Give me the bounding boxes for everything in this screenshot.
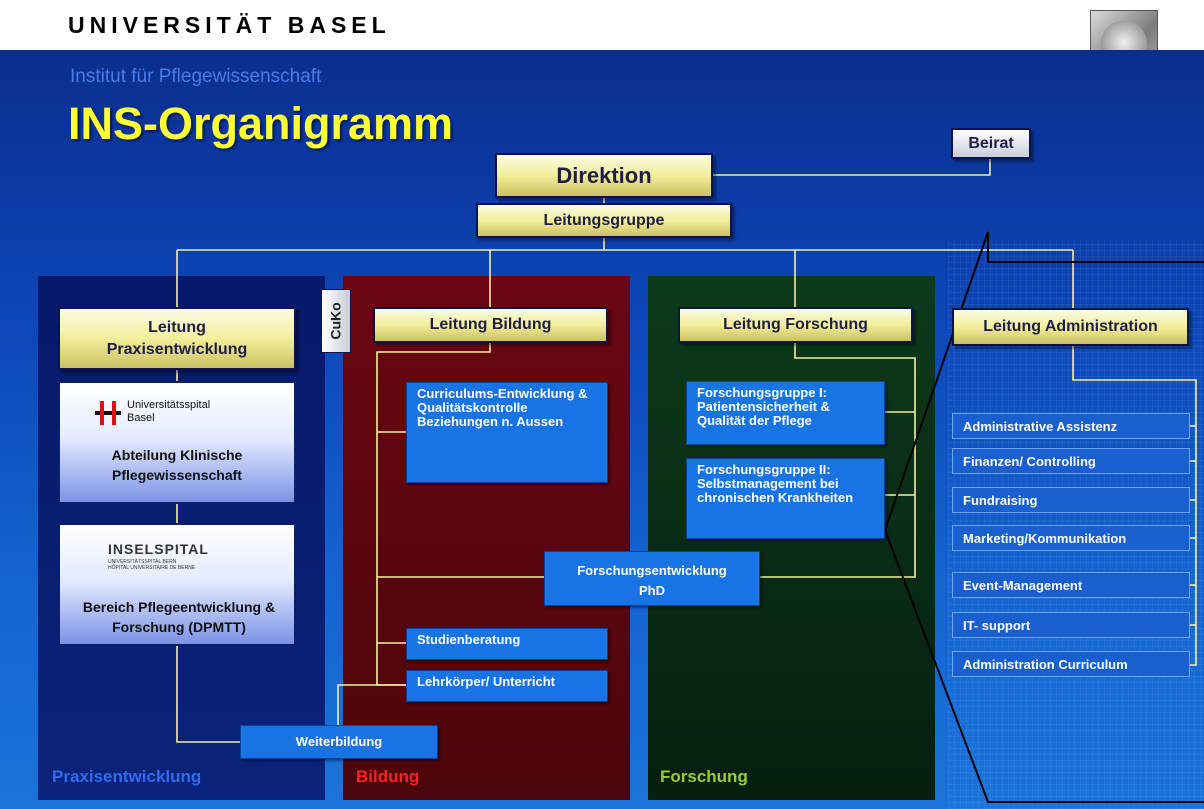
insel-unit-label: Bereich Pflegeentwicklung & Forschung (D… (82, 599, 276, 635)
usb-cross-icon (95, 401, 121, 425)
leitung-praxisentwicklung-box: Leitung Praxisentwicklung (58, 307, 296, 370)
label-praxisentwicklung: Praxisentwicklung (52, 767, 202, 786)
insel-unit-box: INSELSPITAL UNIVERSITÄTSSPITAL BERN HÔPI… (58, 523, 296, 646)
inselspital-logo: INSELSPITAL UNIVERSITÄTSSPITAL BERN HÔPI… (108, 541, 209, 571)
admin-item-administration-curriculum: Administration Curriculum (952, 651, 1190, 677)
leitung-administration-box: Leitung Administration (952, 308, 1189, 346)
label-forschung: Forschung (660, 767, 748, 786)
admin-item-finanzen-controlling: Finanzen/ Controlling (952, 448, 1190, 474)
leitung-bildung-box: Leitung Bildung (373, 307, 608, 343)
university-name: UNIVERSITÄT BASEL (68, 12, 391, 38)
forschungsgruppe-1-box: Forschungsgruppe I: Patientensicherheit … (686, 381, 885, 445)
label-bildung: Bildung (356, 767, 420, 786)
cuko-box: CuKo (321, 289, 351, 353)
leitungsgruppe-box: Leitungsgruppe (476, 203, 732, 238)
lehrkoerper-box: Lehrkörper/ Unterricht (406, 670, 608, 702)
leitung-forschung-box: Leitung Forschung (678, 307, 913, 343)
beirat-box: Beirat (951, 128, 1031, 159)
usb-unit-box: Universitätsspital Basel Abteilung Klini… (58, 381, 296, 504)
admin-item-marketing-kommunikation: Marketing/Kommunikation (952, 525, 1190, 551)
studienberatung-box: Studienberatung (406, 628, 608, 660)
forschungsgruppe-2-box: Forschungsgruppe II: Selbstmanagement be… (686, 458, 885, 539)
phd-label: PhD (639, 583, 665, 598)
forschungsentwicklung-label: Forschungsentwicklung (577, 563, 727, 578)
admin-item-event-management: Event-Management (952, 572, 1190, 598)
usb-logo: Universitätsspital Basel (95, 397, 265, 429)
direktion-box: Direktion (495, 153, 713, 198)
page-title: INS-Organigramm (68, 98, 454, 149)
panel-bildung (343, 276, 630, 800)
institute-name: Institut für Pflegewissenschaft (70, 66, 322, 87)
admin-item-it-support: IT- support (952, 612, 1190, 638)
admin-item-administrative-assistenz: Administrative Assistenz (952, 413, 1190, 439)
weiterbildung-box: Weiterbildung (240, 725, 438, 759)
usb-unit-label: Abteilung Klinische Pflegewissenschaft (111, 447, 243, 483)
curriculum-box: Curriculums-Entwicklung & Qualitätskontr… (406, 382, 608, 483)
header-bar (0, 0, 1204, 50)
admin-item-fundraising: Fundraising (952, 487, 1190, 513)
forschungsentwicklung-box: Forschungsentwicklung PhD (544, 551, 760, 606)
